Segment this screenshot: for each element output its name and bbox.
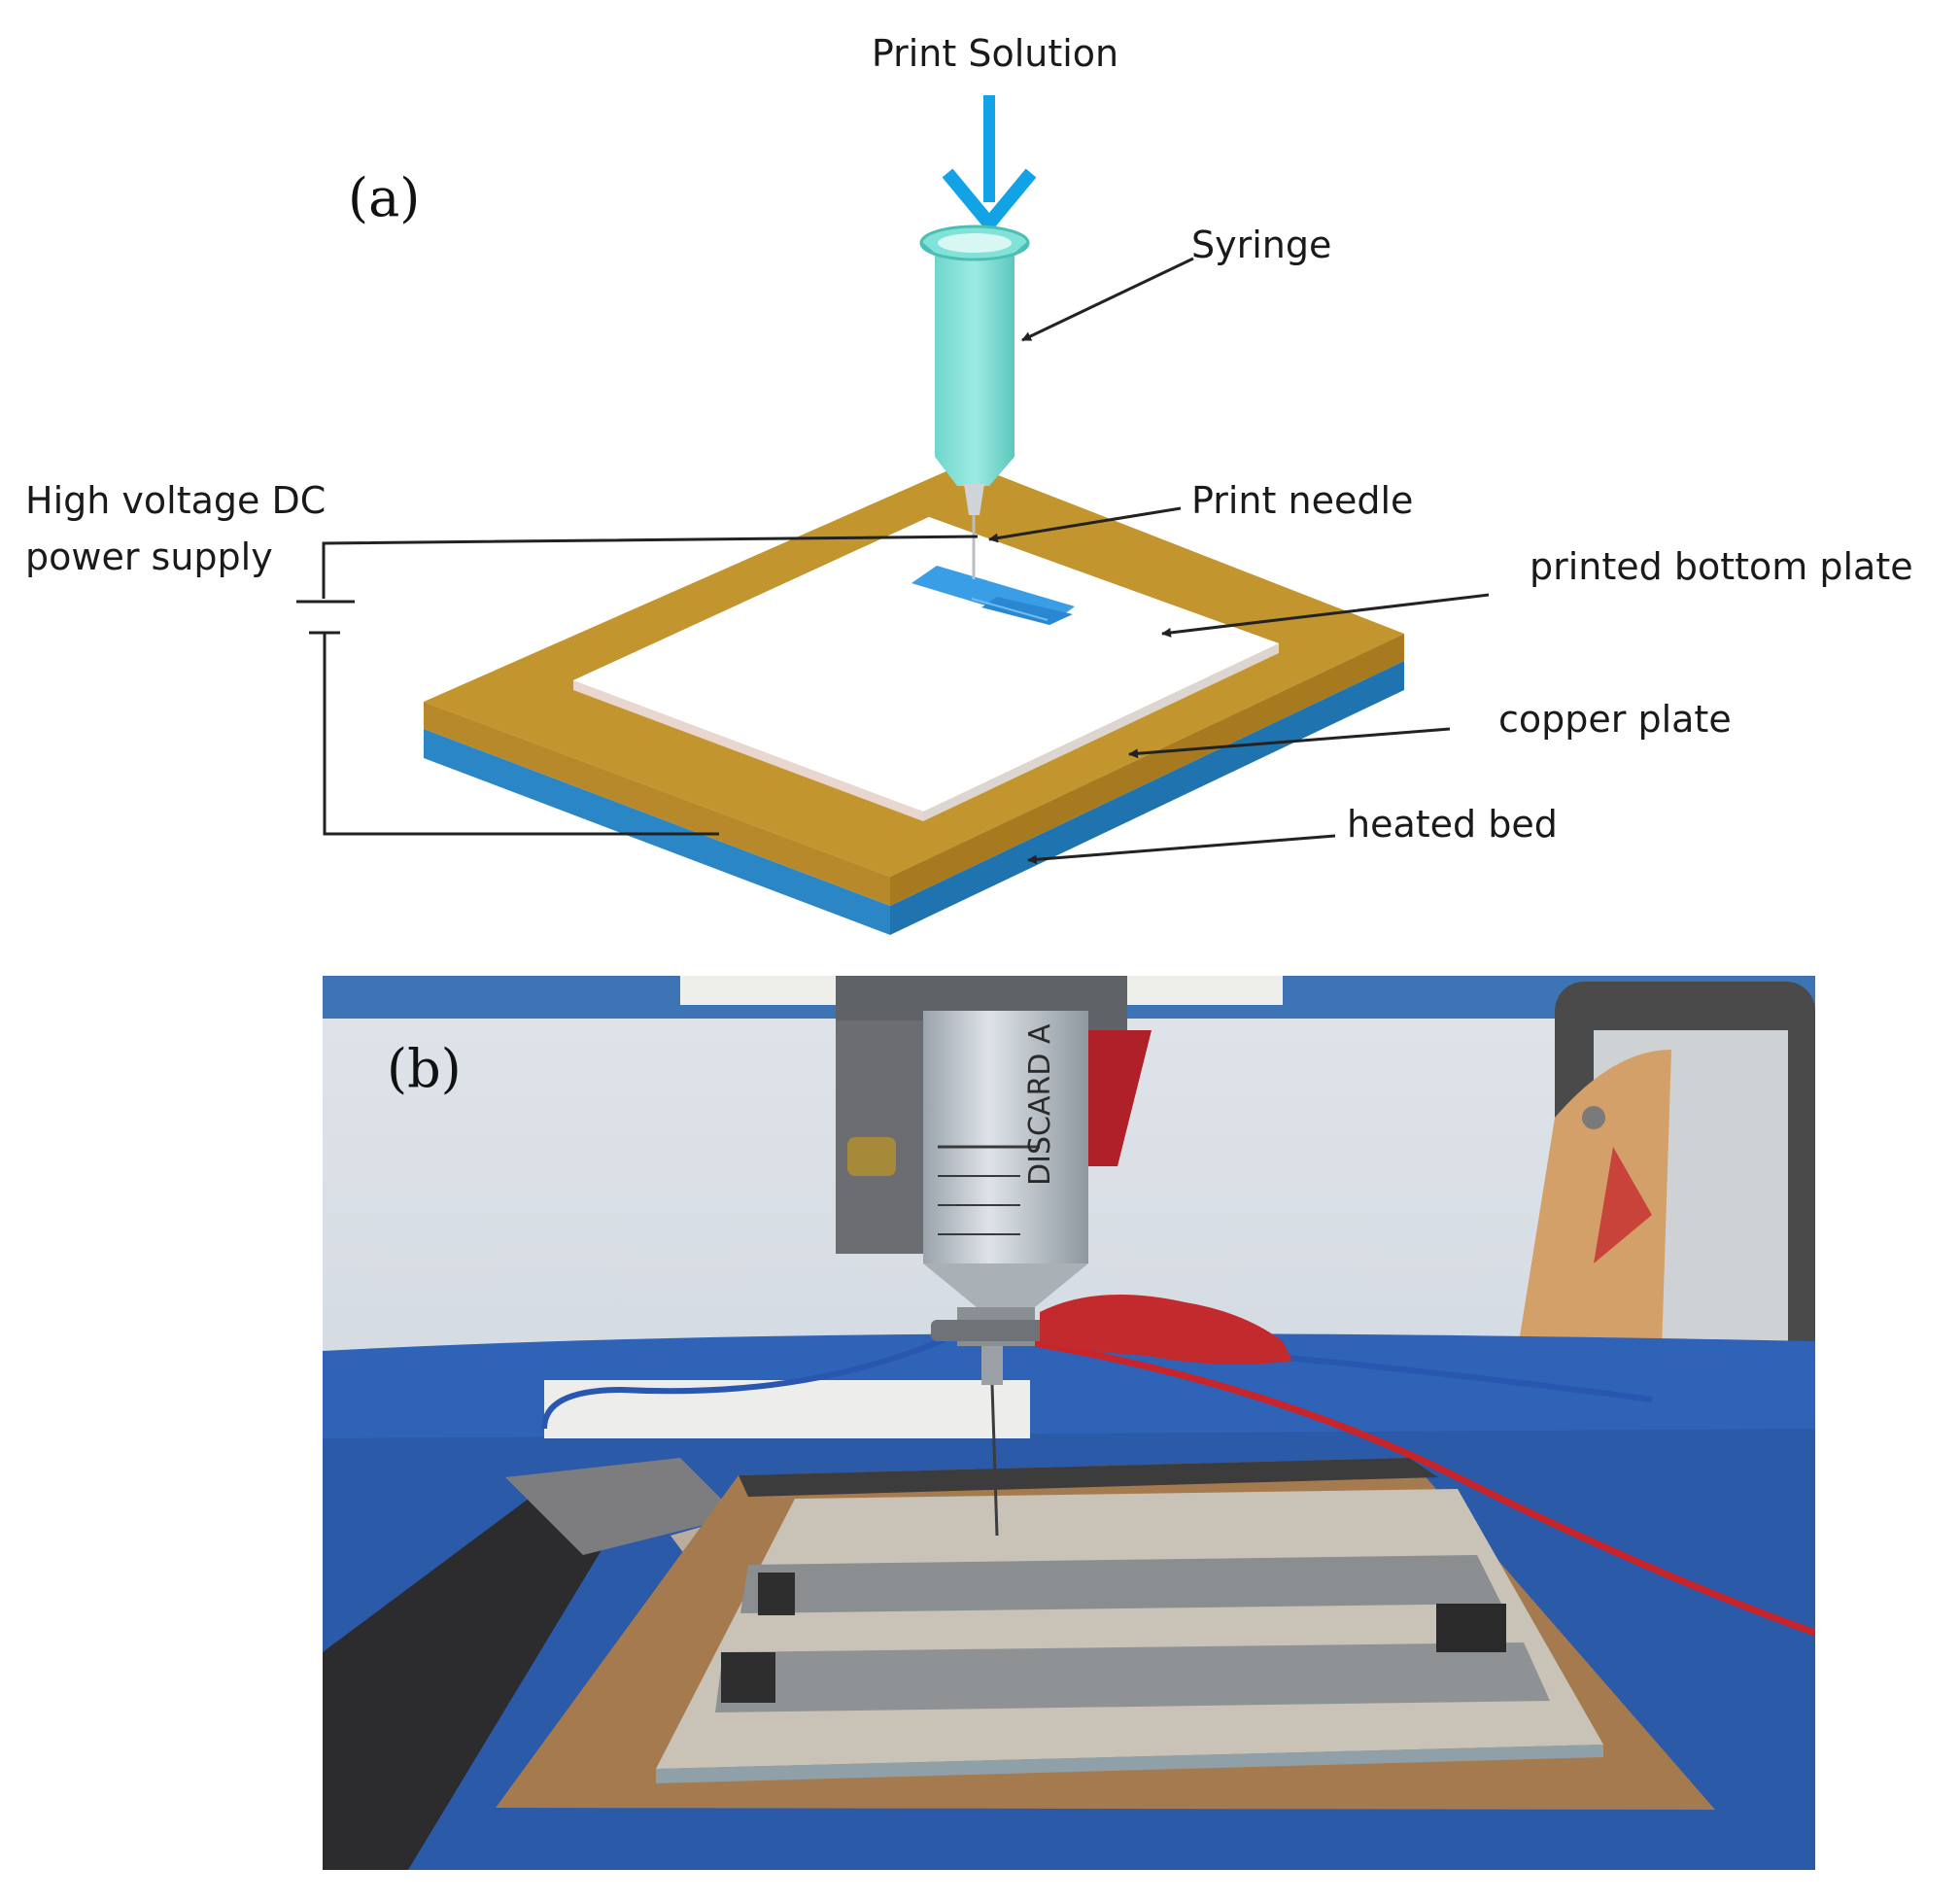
copper-plate <box>424 463 1404 906</box>
syringe-leader <box>1021 257 1194 342</box>
power-supply-label-line2: power supply <box>25 536 273 578</box>
power-supply-label-line1: High voltage DC <box>25 479 326 522</box>
solution-arrow <box>942 95 1037 234</box>
print-solution-label: Print Solution <box>872 32 1118 75</box>
panel-b-label: (b) <box>387 1038 462 1099</box>
panel-b-photo: DISCARD A (b) <box>323 976 1815 1870</box>
needle-leader <box>988 506 1182 543</box>
syringe <box>919 225 1030 486</box>
copper-plate-label: copper plate <box>1498 698 1732 741</box>
printed-plate-leader <box>1161 593 1490 638</box>
power-supply <box>296 535 979 836</box>
heated-bed-leader <box>1027 834 1336 865</box>
panel-a-label: (a) <box>348 167 420 228</box>
panel-a: (a) <box>25 32 1913 935</box>
print-needle-label: Print needle <box>1191 479 1413 522</box>
print-needle <box>964 484 984 579</box>
printed-layer <box>911 566 1075 625</box>
syringe-print-text: DISCARD A <box>1023 1023 1057 1186</box>
syringe-label: Syringe <box>1191 224 1331 266</box>
heated-bed-label: heated bed <box>1347 803 1558 846</box>
copper-plate-leader <box>1128 727 1451 759</box>
heated-bed <box>424 661 1404 935</box>
printed-bottom-plate <box>573 517 1279 821</box>
printed-bottom-plate-label: printed bottom plate <box>1530 545 1913 588</box>
